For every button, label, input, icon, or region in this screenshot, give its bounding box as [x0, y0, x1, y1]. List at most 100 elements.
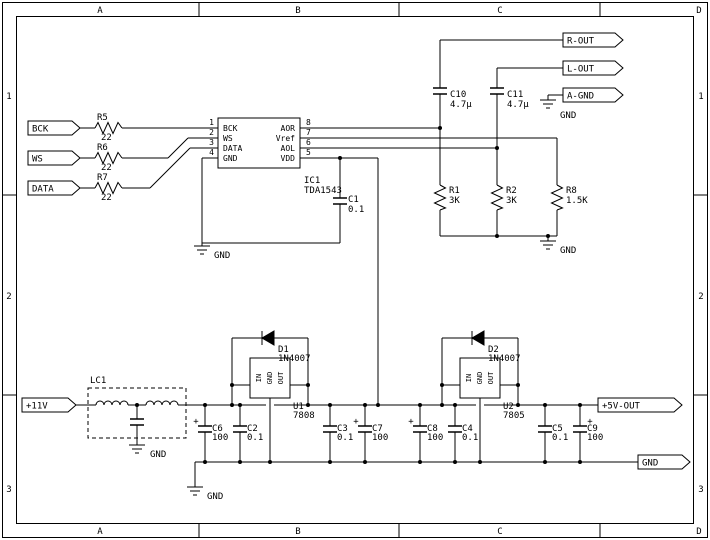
capacitor-ref: C11: [507, 90, 523, 100]
regulator-pin: GND: [266, 372, 274, 385]
resistor-r8: R8 1.5K: [550, 184, 588, 211]
regulator-ref: U1: [293, 402, 304, 412]
connector-ws-label: WS: [32, 155, 43, 165]
capacitor-c6: + C6 100: [193, 417, 228, 443]
connector-ws: WS: [27, 150, 81, 166]
connector-5v-out: +5V-OUT: [597, 397, 683, 413]
filter-lc1: LC1: [87, 376, 187, 439]
resistor-r6: R6 22: [94, 143, 123, 173]
inductor: [145, 400, 179, 406]
polarity-plus: +: [193, 417, 199, 427]
grid-row-label: 1: [698, 92, 703, 102]
resistor-value: 22: [101, 163, 112, 173]
resistor-ref: R5: [97, 113, 108, 123]
capacitor-c4: C4 0.1: [448, 424, 478, 443]
resistor-ref: R1: [449, 186, 460, 196]
regulator-ref: U2: [503, 402, 514, 412]
regulator-value: 7805: [503, 411, 525, 421]
grid-col-label: D: [696, 527, 701, 537]
resistor-r1: R1 3K: [433, 184, 460, 211]
pin-number: 3: [209, 138, 214, 147]
connector-a-gnd: A-GND: [562, 87, 624, 103]
pin-number: 4: [209, 148, 214, 157]
polarity-plus: +: [353, 417, 359, 427]
pin-number: 5: [306, 148, 311, 157]
capacitor-ref: C1: [348, 195, 359, 205]
capacitor-value: 100: [372, 433, 388, 443]
gnd-label: GND: [150, 450, 166, 460]
gnd-symbol: GND: [129, 444, 166, 460]
connector-11v-label: +11V: [26, 402, 48, 412]
filter-ref: LC1: [90, 376, 106, 386]
capacitor-c11: C11 4.7µ: [490, 87, 529, 110]
regulator-u2-7805: IN GND OUT U2 7805: [459, 357, 525, 421]
resistor-ref: R7: [97, 173, 108, 183]
capacitor-value: 0.1: [247, 433, 263, 443]
resistor-ref: R2: [506, 186, 517, 196]
pin-number: 1: [209, 118, 214, 127]
wires: [76, 39, 638, 487]
capacitor-ref: C2: [247, 424, 258, 434]
gnd-label: GND: [207, 492, 223, 502]
grid-row-label: 3: [698, 485, 703, 495]
capacitor-ref: C3: [337, 424, 348, 434]
grid-col-label: B: [295, 6, 300, 16]
pin-name: GND: [223, 154, 238, 163]
gnd-symbol: GND: [187, 486, 223, 502]
resistor-value: 3K: [506, 196, 517, 206]
resistor-r5: R5 22: [94, 113, 123, 143]
resistor-value: 22: [101, 193, 112, 203]
regulator-pin: OUT: [487, 371, 495, 384]
diode-ref: D1: [278, 345, 289, 355]
connector-5v-out-label: +5V-OUT: [602, 402, 641, 412]
diode-value: 1N4007: [488, 354, 521, 364]
diode-ref: D2: [488, 345, 499, 355]
connector-r-out-label: R-OUT: [567, 37, 595, 47]
pin-number: 7: [306, 128, 311, 137]
pin-name: AOL: [281, 144, 296, 153]
grid-col-label: A: [97, 527, 103, 537]
diode-d1: D1 1N4007: [261, 330, 311, 364]
grid-row-label: 2: [698, 292, 703, 302]
resistor-ref: R6: [97, 143, 108, 153]
pin-name: AOR: [281, 124, 296, 133]
connector-bck-label: BCK: [32, 125, 49, 135]
capacitor-c9: + C9 100: [573, 417, 603, 443]
capacitor-value: 100: [212, 433, 228, 443]
pin-number: 6: [306, 138, 311, 147]
gnd-symbol: GND: [194, 243, 230, 261]
capacitor-ref: C7: [372, 424, 383, 434]
gnd-label: GND: [560, 246, 576, 256]
grid-col-label: D: [696, 6, 701, 16]
capacitor-ref: C9: [587, 424, 598, 434]
connector-11v: +11V: [21, 397, 77, 413]
capacitor-value: 4.7µ: [507, 100, 529, 110]
regulator-pin: OUT: [277, 371, 285, 384]
diode-d2: D2 1N4007: [471, 330, 521, 364]
capacitor-value: 0.1: [348, 205, 364, 215]
capacitor-value: 4.7µ: [450, 100, 472, 110]
connector-data: DATA: [27, 180, 81, 196]
inductor: [95, 400, 129, 406]
gnd-symbol: GND: [540, 240, 576, 256]
ic1-value: TDA1543: [304, 186, 342, 196]
pin-number: 2: [209, 128, 214, 137]
regulator-pin: GND: [476, 372, 484, 385]
resistor-value: 22: [101, 133, 112, 143]
capacitor-c5: C5 0.1: [538, 424, 568, 443]
grid-col-label: C: [497, 6, 502, 16]
capacitor-c10: C10 4.7µ: [433, 87, 472, 110]
resistor-value: 3K: [449, 196, 460, 206]
capacitor-value: 0.1: [337, 433, 353, 443]
resistor-r2: R2 3K: [490, 184, 517, 211]
connector-l-out: L-OUT: [562, 60, 624, 76]
grid-row-label: 1: [6, 92, 11, 102]
regulator-u1-7808: IN GND OUT U1 7808: [249, 357, 315, 421]
gnd-label: GND: [214, 251, 230, 261]
capacitor-ref: C4: [462, 424, 473, 434]
pin-name: WS: [223, 134, 233, 143]
capacitor-value: 0.1: [462, 433, 478, 443]
resistor-r7: R7 22: [94, 173, 123, 203]
connector-r-out: R-OUT: [562, 32, 624, 48]
